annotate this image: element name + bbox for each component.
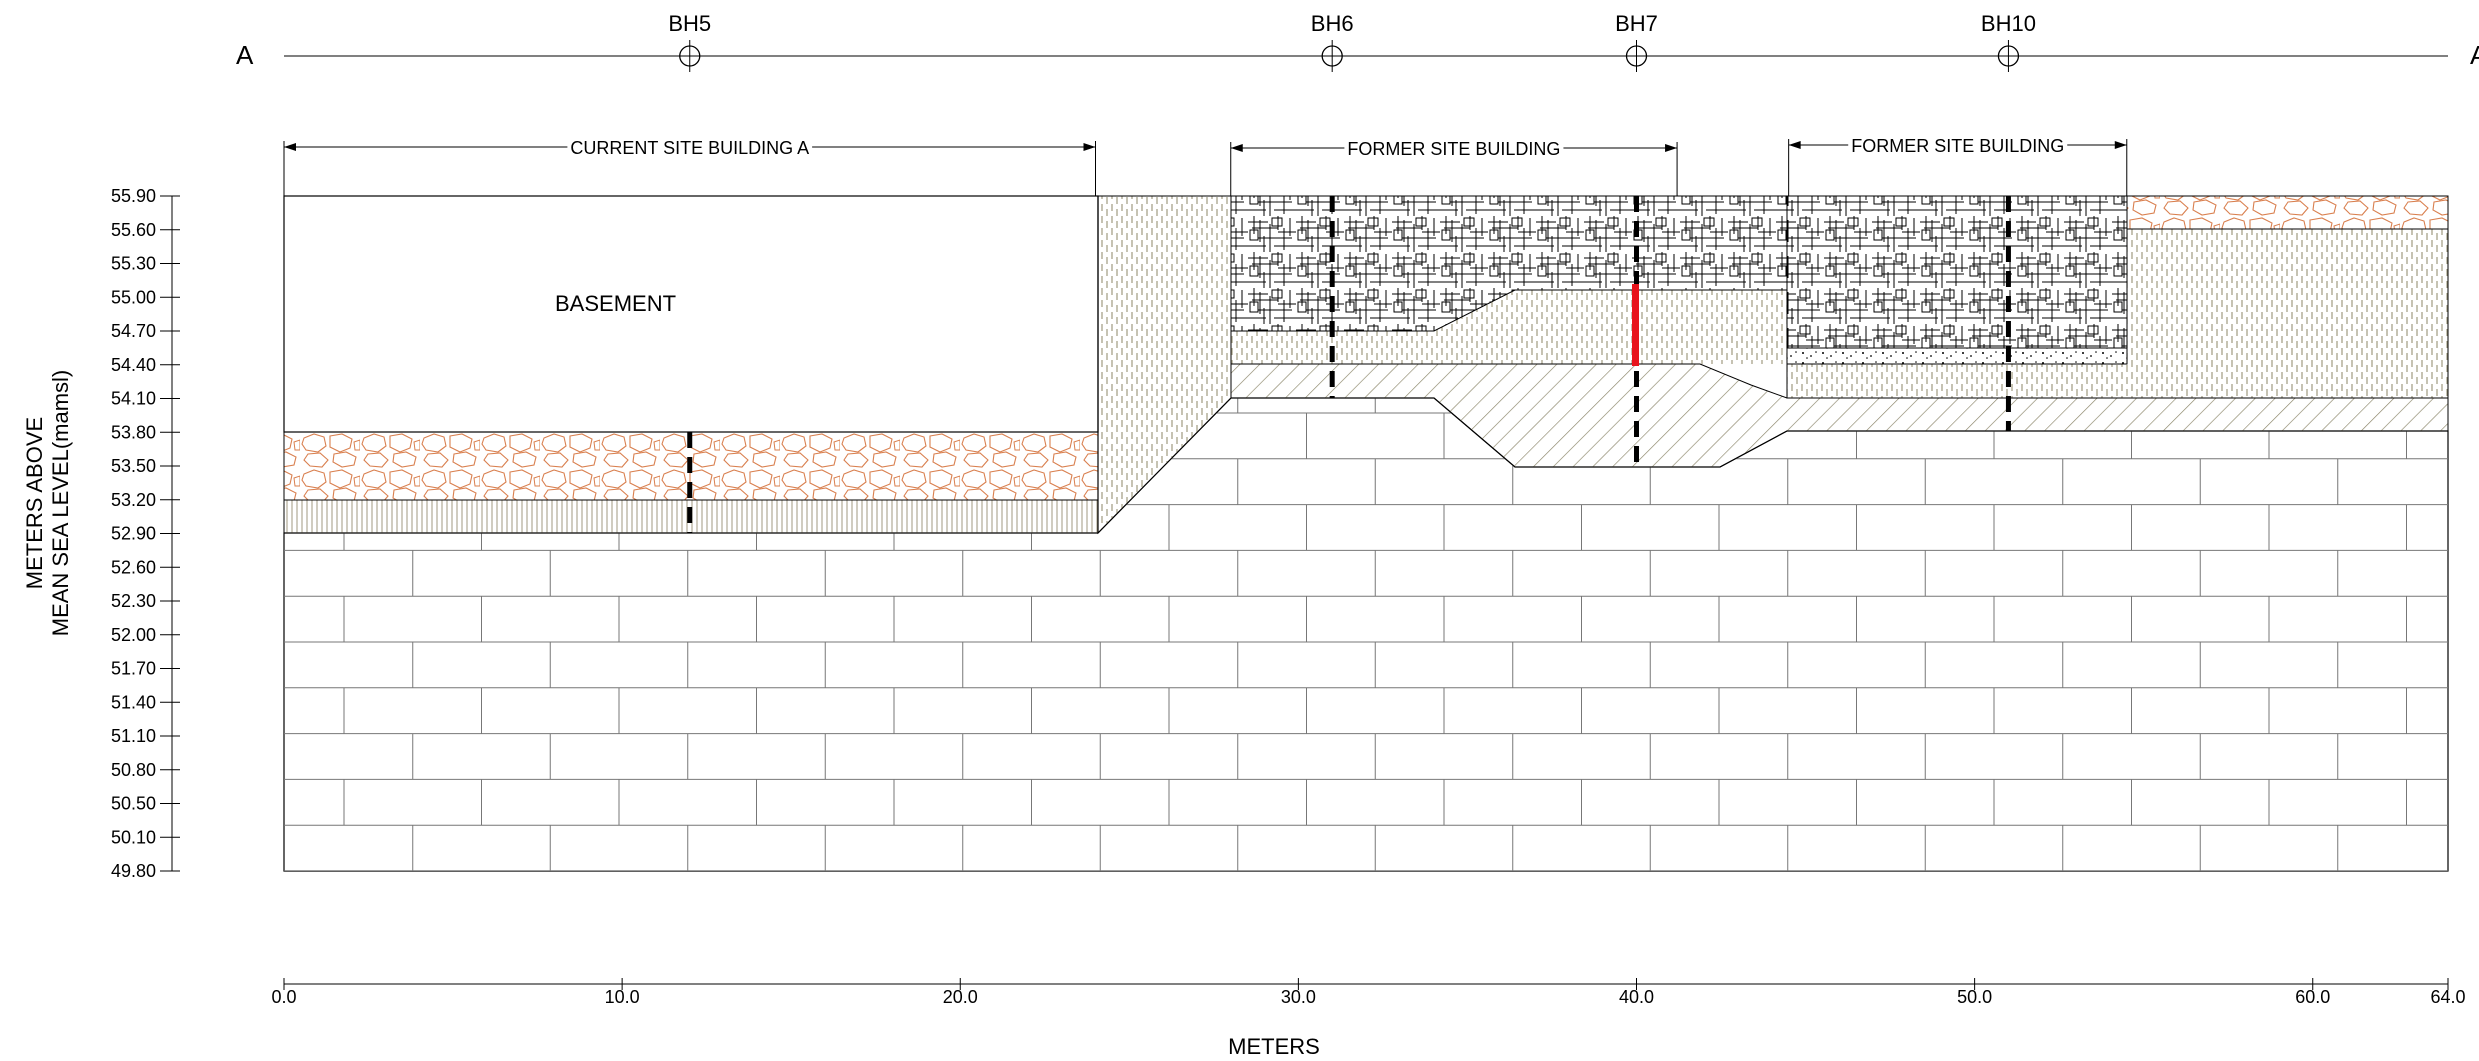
building-label: FORMER SITE BUILDING	[1851, 136, 2064, 156]
y-tick-label: 55.60	[111, 220, 156, 240]
x-tick-label: 40.0	[1619, 987, 1654, 1007]
y-tick-label: 49.80	[111, 861, 156, 881]
sand-layer	[1786, 347, 2128, 365]
y-tick-label: 55.30	[111, 254, 156, 274]
y-tick-label: 53.80	[111, 422, 156, 442]
y-tick-label: 55.90	[111, 186, 156, 206]
x-tick-label: 10.0	[605, 987, 640, 1007]
rubble-layer-2	[1786, 195, 2128, 349]
x-tick-label: 60.0	[2295, 987, 2330, 1007]
borehole-label: BH5	[668, 11, 711, 36]
borehole-label: BH7	[1615, 11, 1658, 36]
y-tick-label: 50.10	[111, 827, 156, 847]
y-tick-label: 53.20	[111, 490, 156, 510]
borehole-markers: BH5 BH6 BH7 BH10	[668, 11, 2036, 72]
y-tick-label: 52.90	[111, 524, 156, 544]
y-axis: 55.90 55.60 55.30 55.00 54.70 54.40 54.10 53.80…	[111, 186, 180, 881]
basement-label: BASEMENT	[555, 291, 676, 316]
fill-layer-middle	[1231, 290, 1787, 364]
dimension-arrow	[1230, 144, 1243, 152]
borehole-label: BH6	[1311, 11, 1354, 36]
borehole-label: BH10	[1981, 11, 2036, 36]
fill-under-basement	[283, 499, 1099, 534]
x-tick-label: 64.0	[2430, 987, 2465, 1007]
basement	[283, 195, 1099, 433]
y-tick-label: 50.80	[111, 760, 156, 780]
dimension-arrow	[2114, 141, 2127, 149]
building-label-bg	[567, 135, 813, 157]
y-tick-label: 52.60	[111, 557, 156, 577]
dimension-arrow	[284, 143, 296, 151]
gravel-top-right	[2126, 195, 2449, 230]
stratigraphy	[283, 195, 2449, 872]
y-axis-title-line2: MEAN SEA LEVEL(mamsl)	[48, 370, 73, 637]
section-start-label: A	[236, 40, 254, 70]
dimension-arrow	[1665, 144, 1678, 152]
y-tick-label: 51.10	[111, 726, 156, 746]
building-dimensions: CURRENT SITE BUILDING A FORMER SITE BUILD…	[283, 133, 2128, 196]
y-axis-title: METERS ABOVE MEAN SEA LEVEL(mamsl)	[22, 370, 73, 637]
y-tick-label: 53.50	[111, 456, 156, 476]
x-axis-title: METERS	[1228, 1034, 1320, 1059]
dimension-arrow	[1083, 143, 1096, 151]
building-label: CURRENT SITE BUILDING A	[570, 138, 809, 158]
building-label-bg	[1848, 133, 2068, 155]
y-tick-label: 51.70	[111, 659, 156, 679]
y-tick-label: 50.50	[111, 794, 156, 814]
dimension-arrow	[1788, 141, 1801, 149]
building-label-bg	[1344, 136, 1564, 158]
building-label: FORMER SITE BUILDING	[1347, 139, 1560, 159]
y-tick-label: 52.30	[111, 591, 156, 611]
x-tick-label: 30.0	[1281, 987, 1316, 1007]
x-tick-label: 0.0	[271, 987, 296, 1007]
x-tick-label: 50.0	[1957, 987, 1992, 1007]
y-tick-label: 54.70	[111, 321, 156, 341]
bh7-highlight-interval	[1632, 284, 1639, 366]
y-tick-label: 51.40	[111, 692, 156, 712]
section-end-label: A'	[2470, 40, 2479, 70]
y-tick-label: 52.00	[111, 625, 156, 645]
y-tick-label: 54.40	[111, 355, 156, 375]
x-tick-label: 20.0	[943, 987, 978, 1007]
y-tick-label: 54.10	[111, 389, 156, 409]
y-axis-title-line1: METERS ABOVE	[22, 417, 47, 589]
y-tick-label: 55.00	[111, 287, 156, 307]
x-axis: 0.0 10.0 20.0 30.0 40.0 50.0 60.0 64.0	[271, 978, 2466, 1007]
